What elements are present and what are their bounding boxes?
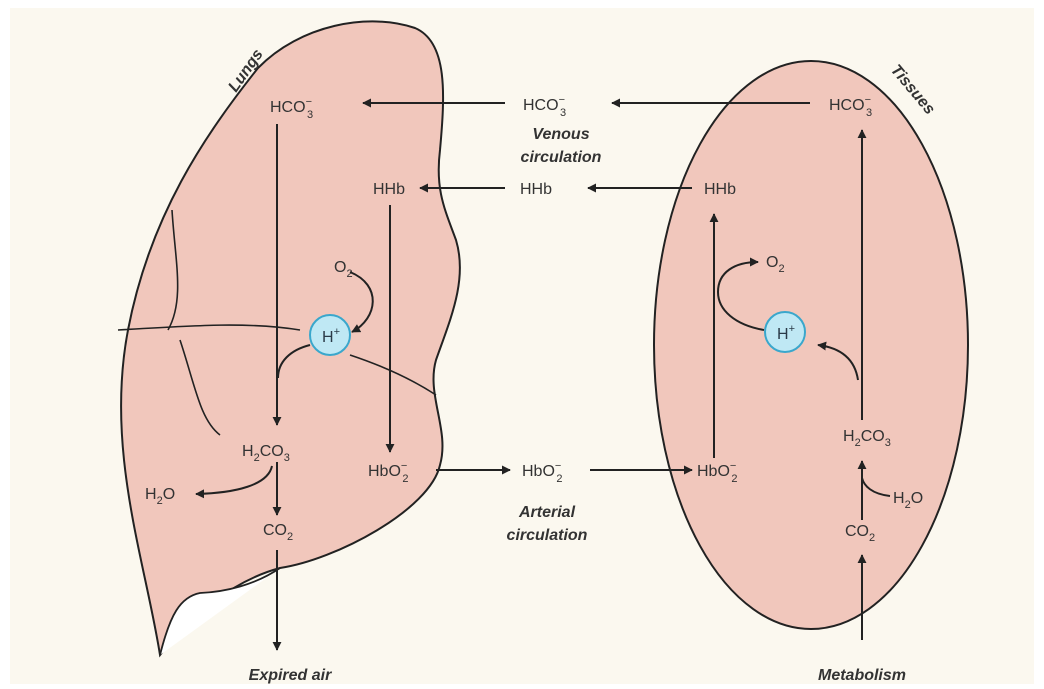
arterial-caption-line2: circulation bbox=[507, 527, 588, 544]
tissue-h-ion: H+ bbox=[765, 312, 805, 352]
tissue-shape bbox=[654, 61, 968, 629]
venous-hhb-label: HHb bbox=[520, 181, 552, 198]
metabolism-label: Metabolism bbox=[818, 667, 906, 684]
venous-caption-line2: circulation bbox=[521, 149, 602, 166]
expired-air-label: Expired air bbox=[249, 667, 332, 684]
venous-caption-line1: Venous bbox=[532, 126, 589, 143]
lung-hhb-label: HHb bbox=[373, 181, 405, 198]
lung-shape bbox=[121, 21, 460, 655]
arterial-hbo2-label: HbO−2 bbox=[522, 460, 562, 485]
venous-hco3-label: HCO−3 bbox=[523, 94, 566, 119]
tissue-hhb-label: HHb bbox=[704, 181, 736, 198]
lung-h-ion: H+ bbox=[310, 315, 350, 355]
arterial-caption-line1: Arterial bbox=[518, 504, 576, 521]
